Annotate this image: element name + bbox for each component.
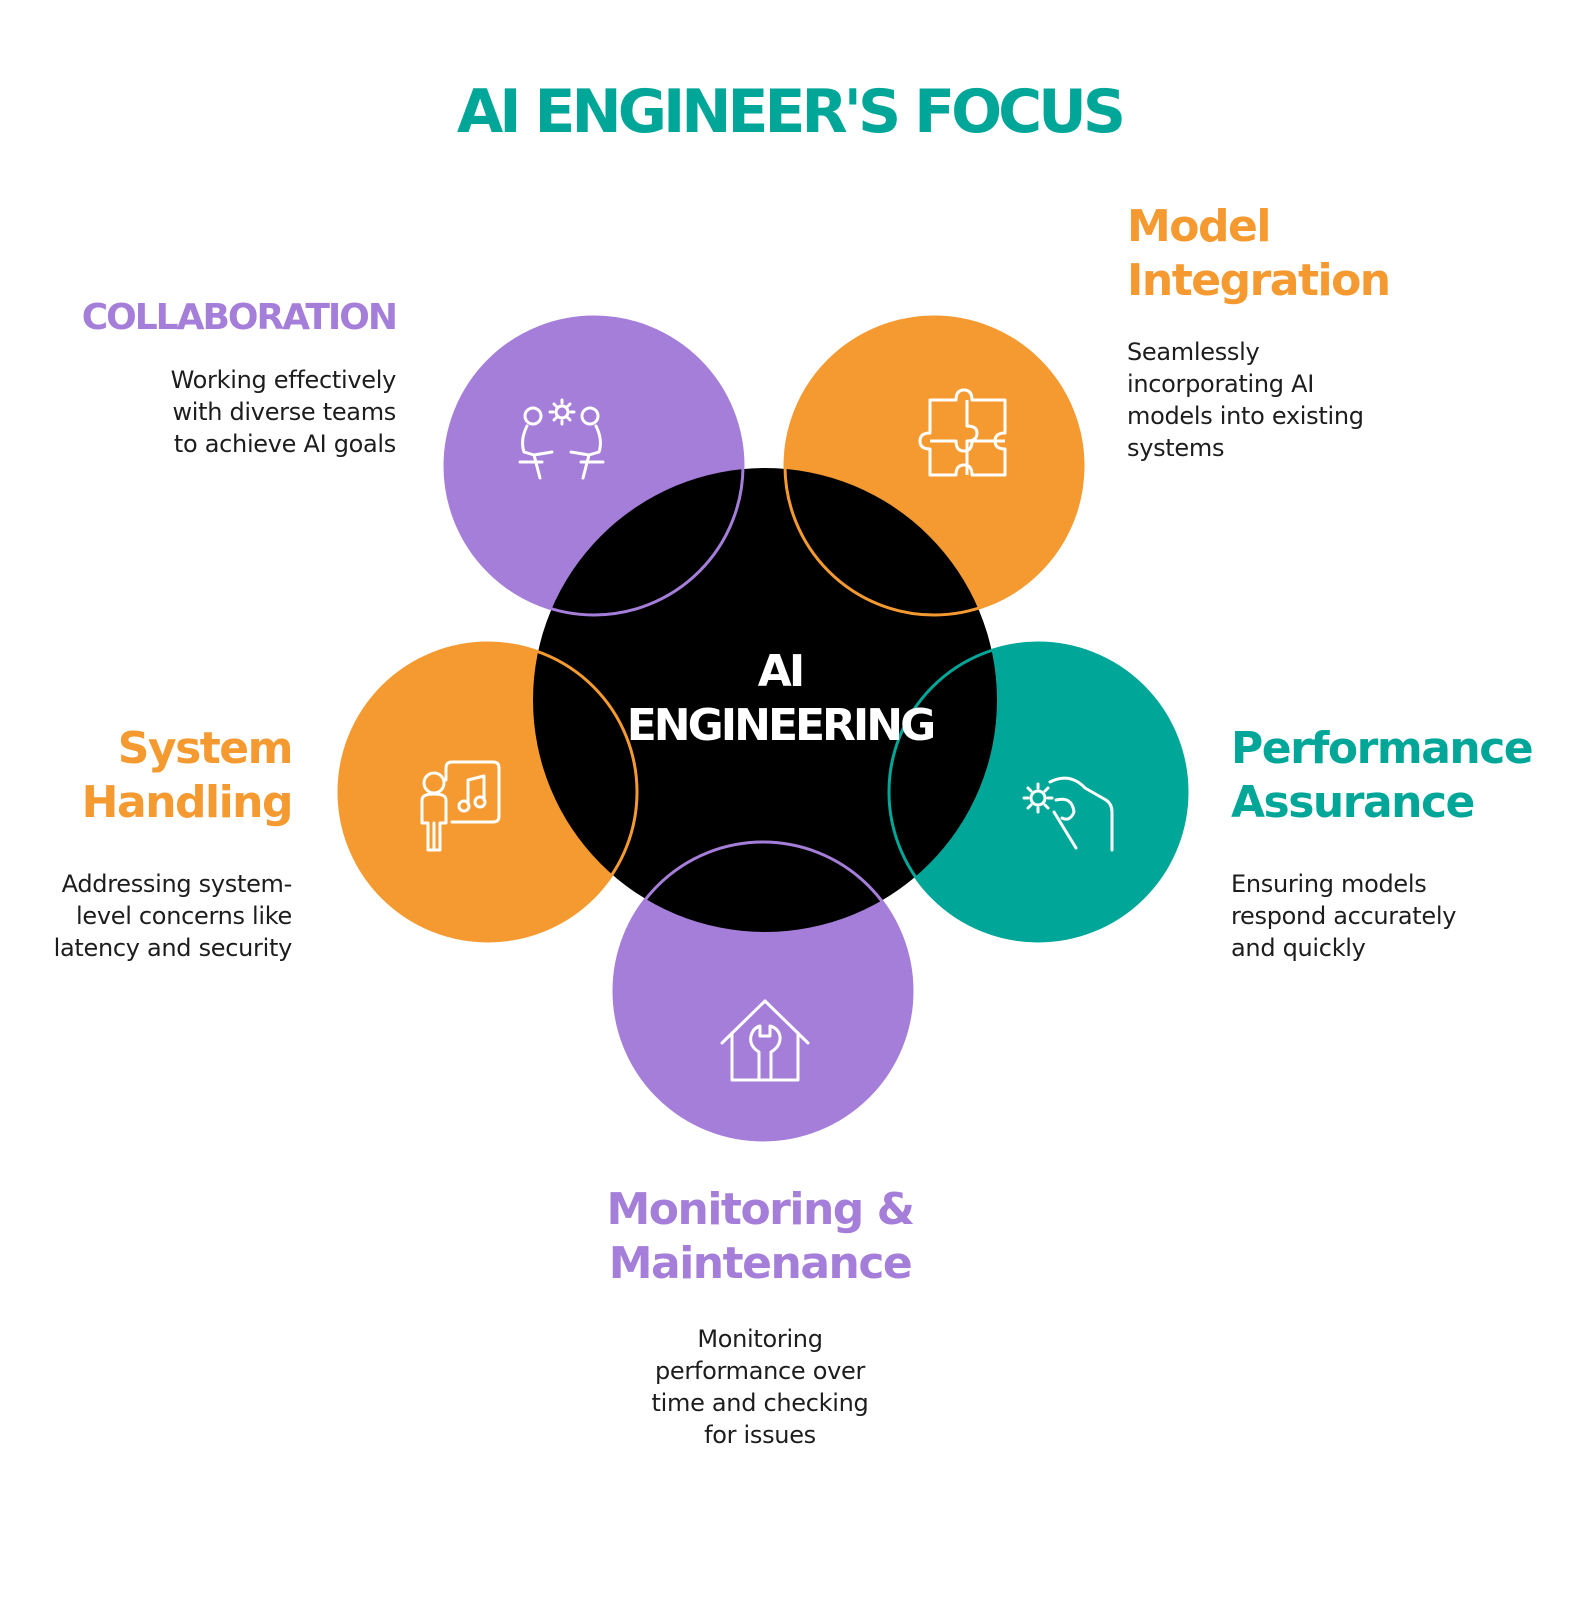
system-handling-desc-line: Addressing system- — [61, 870, 293, 898]
performance-assurance-heading-line: Assurance — [1231, 777, 1475, 828]
house-wrench-icon — [720, 999, 810, 1082]
model-integration-ring — [783, 315, 1085, 617]
system-handling-block: System Handling Addressing system- level… — [30, 722, 294, 964]
collaboration-block: COLLABORATION Working effectively with d… — [60, 297, 398, 460]
center-circle — [533, 468, 997, 932]
system-handling-desc-line: level concerns like — [76, 902, 292, 930]
collaboration-heading: COLLABORATION — [81, 297, 398, 338]
system-handling-ring — [337, 641, 639, 943]
center-label-line1: AI — [757, 646, 805, 697]
model-integration-desc-line: incorporating AI — [1127, 370, 1314, 398]
center-label-line2: ENGINEERING — [626, 700, 937, 751]
performance-assurance-desc-line: respond accurately — [1231, 902, 1457, 930]
monitoring-maintenance-heading-line: Monitoring & — [606, 1184, 915, 1235]
people-collaboration-icon — [518, 398, 605, 480]
performance-assurance-heading-line: Performance — [1231, 723, 1534, 774]
model-integration-heading: Model Integration — [1127, 200, 1487, 308]
model-integration-heading-line: Integration — [1127, 255, 1391, 306]
performance-assurance-block: Performance Assurance Ensuring models re… — [1231, 722, 1534, 964]
monitoring-maintenance-heading-line: Maintenance — [608, 1238, 913, 1289]
monitoring-maintenance-block: Monitoring & Maintenance Monitoring perf… — [560, 1183, 960, 1451]
center-label: AI ENGINEERING — [560, 645, 1000, 753]
monitoring-maintenance-description: Monitoring performance over time and che… — [560, 1323, 960, 1451]
system-handling-heading-line: Handling — [81, 777, 294, 828]
model-integration-desc-line: models into existing — [1127, 402, 1364, 430]
hand-gear-icon — [1022, 776, 1114, 852]
performance-assurance-desc-line: and quickly — [1231, 934, 1366, 962]
puzzle-icon — [918, 388, 1007, 477]
system-handling-heading-line: System — [117, 723, 294, 774]
performance-assurance-desc-line: Ensuring models — [1231, 870, 1427, 898]
monitoring-maintenance-desc-line: for issues — [704, 1421, 816, 1449]
model-integration-heading-line: Model — [1127, 201, 1271, 252]
monitoring-maintenance-ring — [612, 840, 914, 1142]
collaboration-desc-line: Working effectively — [170, 366, 397, 394]
monitoring-maintenance-desc-line: time and checking — [651, 1389, 869, 1417]
performance-assurance-description: Ensuring models respond accurately and q… — [1231, 868, 1531, 964]
performance-assurance-heading: Performance Assurance — [1231, 722, 1534, 830]
presenter-board-icon — [420, 760, 501, 852]
page-title: AI ENGINEER'S FOCUS — [456, 77, 1126, 147]
monitoring-maintenance-desc-line: Monitoring — [697, 1325, 823, 1353]
performance-assurance-ring — [887, 641, 1189, 943]
system-handling-heading: System Handling — [30, 722, 294, 830]
model-integration-desc-line: Seamlessly — [1127, 338, 1260, 366]
collaboration-description: Working effectively with diverse teams t… — [60, 364, 397, 460]
model-integration-desc-line: systems — [1127, 434, 1225, 462]
monitoring-maintenance-desc-line: performance over — [654, 1357, 866, 1385]
model-integration-block: Model Integration Seamlessly incorporati… — [1127, 200, 1487, 464]
monitoring-maintenance-heading: Monitoring & Maintenance — [560, 1183, 960, 1291]
collaboration-desc-line: to achieve AI goals — [173, 430, 396, 458]
collaboration-desc-line: with diverse teams — [172, 398, 396, 426]
collaboration-ring — [443, 315, 745, 617]
model-integration-description: Seamlessly incorporating AI models into … — [1127, 336, 1487, 464]
system-handling-description: Addressing system- level concerns like l… — [30, 868, 293, 964]
system-handling-desc-line: latency and security — [53, 934, 293, 962]
